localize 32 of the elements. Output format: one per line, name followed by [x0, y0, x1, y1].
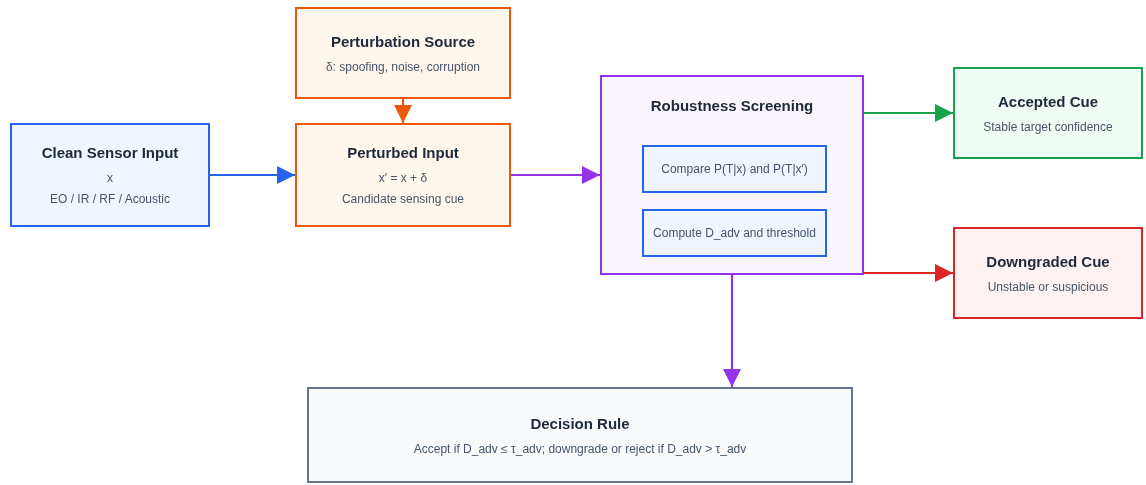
process-box: [600, 75, 864, 275]
process-box: [10, 123, 210, 227]
process-box: [295, 123, 511, 227]
arrow: [864, 104, 953, 122]
process-box: [953, 67, 1143, 159]
box-text: Stable target confidence: [983, 119, 1113, 134]
box-text: δ: spoofing, noise, corruption: [325, 59, 481, 74]
box-title: Decision Rule: [530, 414, 630, 432]
process-box: [295, 7, 511, 99]
arrow: [394, 99, 412, 123]
box-title: Robustness Screening: [650, 97, 814, 114]
arrow: [864, 264, 953, 282]
box-title: Clean Sensor Input: [41, 144, 179, 161]
box-text: x: [107, 171, 113, 185]
step-box: [642, 209, 827, 257]
box-text: Unstable or suspicious: [987, 279, 1109, 294]
box-text: EO / IR / RF / Acoustic: [50, 192, 170, 206]
box-text: Compute D_adv and threshold: [653, 226, 816, 240]
arrow: [210, 166, 295, 184]
step-box: [642, 145, 827, 193]
box-text: Candidate sensing cue: [341, 192, 465, 206]
process-box: [307, 387, 853, 483]
box-title: Accepted Cue: [998, 92, 1098, 110]
arrow: [723, 275, 741, 387]
box-title: Perturbation Source: [330, 32, 476, 50]
box-text: Accept if D_adv ≤ τ_adv; downgrade or reject if D_adv > τ_adv: [413, 441, 747, 456]
box-title: Perturbed Input: [347, 144, 459, 161]
box-text: x′ = x + δ: [378, 171, 428, 185]
arrow: [511, 166, 600, 184]
box-title: Downgraded Cue: [986, 252, 1110, 270]
box-text: Compare P(T|x) and P(T|x′): [661, 162, 808, 176]
process-box: [953, 227, 1143, 319]
